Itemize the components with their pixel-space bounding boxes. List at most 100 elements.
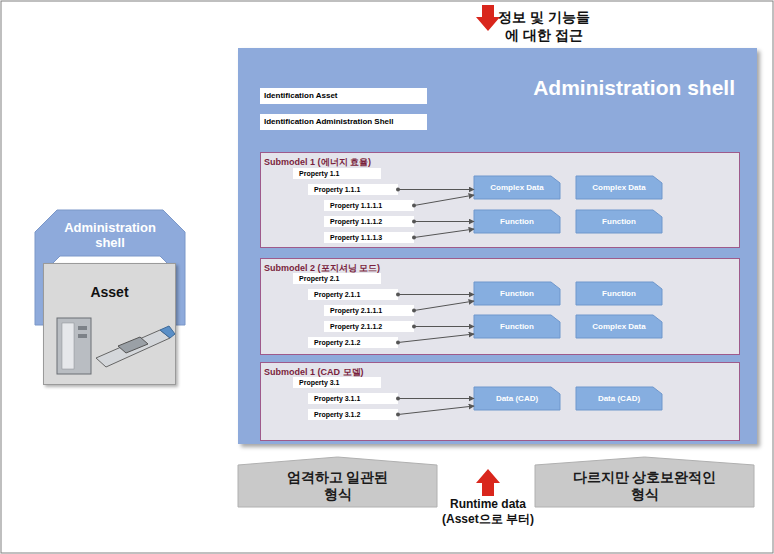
format-band-shape	[535, 457, 754, 507]
identification-box: Identification Administration Shell	[260, 114, 427, 130]
property-name: Property 3.1.2	[314, 410, 360, 419]
property-name: Property 1.1.1.1	[330, 201, 382, 210]
data-name: Function	[500, 289, 534, 299]
property-box: Property 1.1.1.2	[324, 216, 414, 227]
data-box-shape	[576, 315, 662, 338]
access-arrow	[476, 5, 500, 31]
data-name: Complex Data	[592, 322, 645, 332]
format-text: 다르지만 상호보완적인 형식	[565, 469, 725, 503]
data-box-shape	[576, 176, 662, 199]
property-name: Property 2.1.1	[314, 290, 360, 299]
property-box: Property 2.1	[293, 273, 381, 284]
submodel-title: Submodel 2 (포지셔닝 모드)	[261, 259, 739, 275]
data-box-shape	[474, 210, 560, 233]
data-name: Function	[602, 289, 636, 299]
data-name: Function	[500, 322, 534, 332]
property-name: Property 2.1.1.1	[330, 306, 382, 315]
administration-shell: Administration shellIdentification Asset…	[238, 48, 757, 444]
data-box: Function	[474, 282, 560, 305]
property-link	[398, 294, 474, 295]
property-name: Property 1.1	[299, 169, 339, 178]
identification-text: Identification Administration Shell	[264, 117, 394, 127]
submodel-panel: Submodel 1 (에너지 효율)Property 1.1Property …	[260, 152, 740, 248]
actuator-carriage	[118, 337, 148, 353]
data-box: Function	[576, 210, 662, 233]
shell-title: Administration shell	[50, 220, 170, 250]
data-box: Data (CAD)	[474, 387, 560, 410]
asset-picture	[57, 318, 175, 374]
identification-box: Identification Asset	[260, 88, 427, 104]
data-name: Function	[500, 217, 534, 227]
property-name: Property 1.1.1.3	[330, 233, 382, 242]
property-box: Property 2.1.1.2	[324, 321, 414, 332]
label-holder: Runtime data (Asset으로 부터)	[423, 497, 553, 527]
asset-box: Asset	[43, 263, 176, 385]
data-name: Function	[602, 217, 636, 227]
property-box: Property 1.1.1	[308, 184, 398, 195]
data-box: Function	[576, 282, 662, 305]
property-box: Property 1.1.1.1	[324, 200, 414, 211]
controller-face	[62, 323, 74, 369]
submodel-title: Submodel 1 (CAD 모델)	[261, 363, 739, 379]
label-holder: 정보 및 기능들 에 대한 접근	[494, 8, 594, 44]
actuator-rail	[96, 330, 170, 367]
property-name: Property 2.1.1.2	[330, 322, 382, 331]
submodel-title: Submodel 1 (에너지 효율)	[261, 153, 739, 169]
data-box: Function	[474, 210, 560, 233]
property-link	[414, 221, 474, 222]
property-link	[398, 189, 474, 190]
runtime-arrow	[476, 469, 500, 496]
format-band: 엄격하고 일관된 형식	[238, 457, 437, 507]
format-text: 엄격하고 일관된 형식	[278, 469, 398, 503]
asset-title: Asset	[44, 264, 175, 300]
submodel-panel: Submodel 2 (포지셔닝 모드)Property 2.1Property…	[260, 258, 740, 355]
property-box: Property 3.1.2	[308, 409, 398, 420]
property-name: Property 2.1	[299, 274, 339, 283]
data-box-shape	[576, 210, 662, 233]
controller-body	[57, 318, 91, 374]
data-box-shape	[474, 315, 560, 338]
data-box: Complex Data	[576, 176, 662, 199]
property-link	[414, 229, 474, 238]
controller-port	[78, 334, 87, 338]
data-name: Data (CAD)	[598, 394, 640, 404]
identification-text: Identification Asset	[264, 91, 338, 101]
property-box: Property 2.1.1	[308, 289, 398, 300]
property-box: Property 1.1.1.3	[324, 232, 414, 243]
format-band: 다르지만 상호보완적인 형식	[535, 457, 754, 507]
property-name: Property 1.1.1.2	[330, 217, 382, 226]
data-box-shape	[474, 282, 560, 305]
property-name: Property 2.1.2	[314, 338, 360, 347]
administration-shell-icon: Administration shellAsset	[35, 210, 185, 325]
property-link	[414, 301, 474, 311]
submodel-panel: Submodel 1 (CAD 모델)Property 3.1Property …	[260, 362, 740, 441]
annotation-label: Runtime data (Asset으로 부터)	[423, 497, 553, 527]
property-name: Property 1.1.1	[314, 185, 360, 194]
format-band-shape	[238, 457, 437, 507]
property-box: Property 3.1.1	[308, 393, 398, 404]
property-box: Property 2.1.2	[308, 337, 398, 348]
actuator-motor	[160, 326, 175, 338]
property-link	[398, 334, 474, 343]
data-box-shape	[474, 387, 560, 410]
controller-port	[78, 326, 87, 330]
property-box: Property 1.1	[293, 168, 381, 179]
data-box: Complex Data	[474, 176, 560, 199]
data-name: Data (CAD)	[496, 394, 538, 404]
data-box-shape	[576, 282, 662, 305]
property-link	[398, 398, 474, 399]
data-box-shape	[576, 387, 662, 410]
property-name: Property 3.1.1	[314, 394, 360, 403]
data-box: Data (CAD)	[576, 387, 662, 410]
property-box: Property 2.1.1.1	[324, 305, 414, 316]
annotation-label: 정보 및 기능들 에 대한 접근	[494, 8, 594, 44]
data-box: Complex Data	[576, 315, 662, 338]
property-link	[414, 326, 474, 327]
data-box-shape	[474, 176, 560, 199]
property-name: Property 3.1	[299, 378, 339, 387]
data-name: Complex Data	[592, 183, 645, 193]
property-link	[398, 406, 474, 415]
property-link	[414, 195, 474, 206]
